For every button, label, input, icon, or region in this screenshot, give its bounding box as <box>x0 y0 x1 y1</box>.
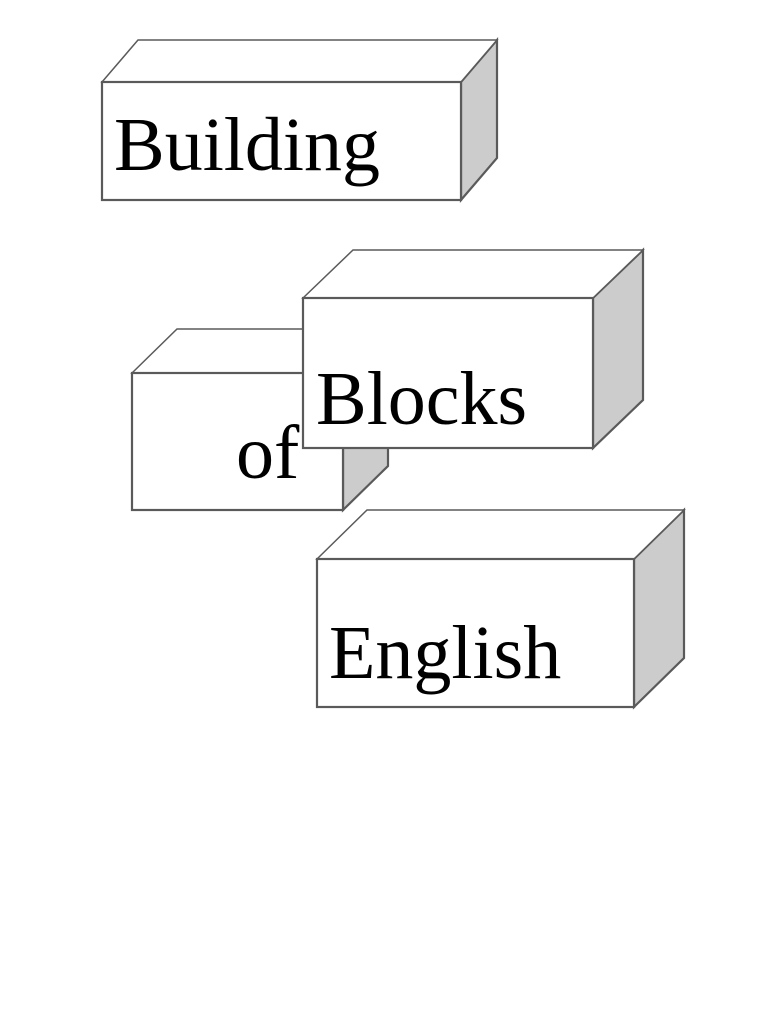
block-english: English <box>315 507 686 710</box>
block-blocks-top-face <box>301 249 645 299</box>
block-building: Building <box>100 37 499 203</box>
block-building-front-face <box>100 80 463 202</box>
block-building-label: Building <box>114 103 380 187</box>
block-blocks-label: Blocks <box>316 357 527 441</box>
block-english-front-face <box>315 557 636 709</box>
block-english-top-face <box>315 509 686 560</box>
block-blocks: Blocks <box>301 247 645 451</box>
block-blocks-front-face <box>301 296 595 450</box>
block-english-label: English <box>329 611 561 695</box>
block-of-label: of <box>236 411 300 495</box>
block-building-top-face <box>100 39 499 83</box>
